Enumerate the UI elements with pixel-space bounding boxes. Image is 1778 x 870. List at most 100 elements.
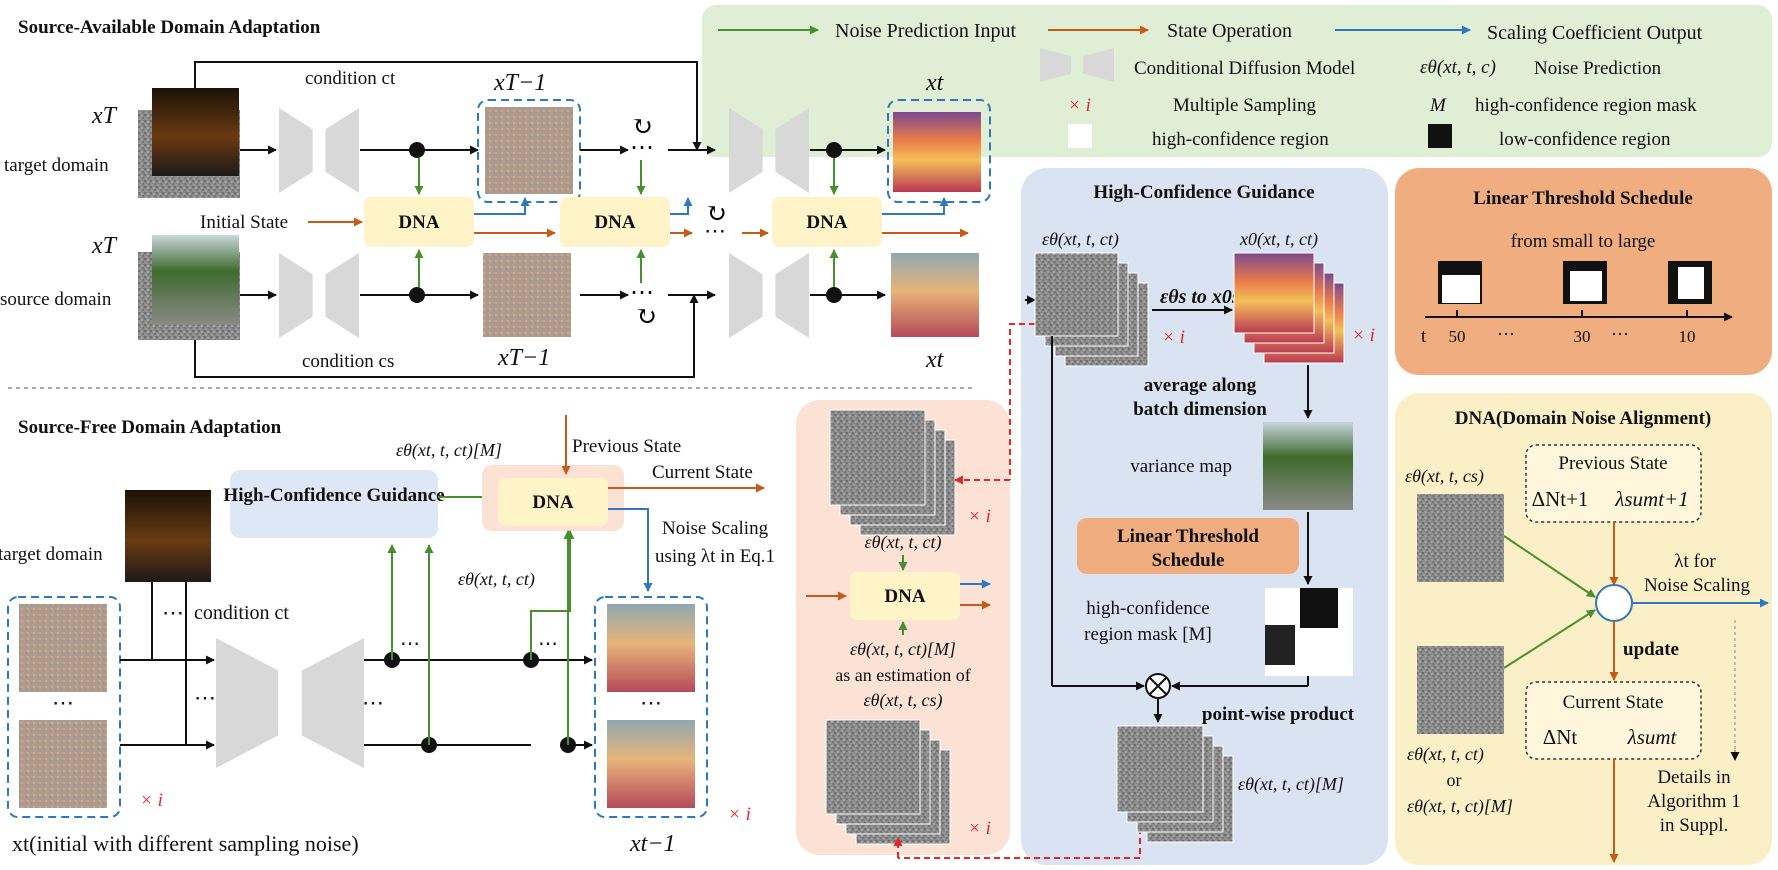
mask-label-1: high-confidence (1086, 598, 1209, 619)
variance-map-image (1263, 422, 1353, 510)
section-free-title: Source-Free Domain Adaptation (18, 417, 282, 438)
xT1-bottom-label: xT−1 (497, 345, 550, 371)
bl-times-i-2: × i (728, 804, 751, 825)
mid-dna-box-label: DNA (884, 586, 925, 607)
blue-out-3 (882, 197, 949, 215)
mask-dark-region-2 (1265, 625, 1295, 665)
dna-lambda-prev: λsumt+1 (1614, 487, 1688, 511)
lts-sub: from small to large (1511, 231, 1656, 252)
loop-icon-mid: ↻ (705, 199, 727, 228)
legend-high-region: high-confidence region (1152, 129, 1329, 150)
lts-t-label: t (1421, 326, 1427, 347)
xT1-bottom-image (483, 253, 571, 337)
legend-cdm-icon (1040, 48, 1114, 82)
mid-dna-box (850, 572, 960, 620)
mask-dark-region (1300, 588, 1338, 628)
unet-top-1 (279, 108, 359, 193)
xt-bottom-image (891, 253, 979, 337)
bl-dna-box (498, 478, 608, 526)
dna-lambda-t1: λt for (1674, 551, 1716, 572)
legend-white-square (1068, 124, 1092, 148)
red-dash-bottom (898, 828, 1141, 859)
dna-lambda-cur: λsumt (1627, 725, 1678, 749)
bl-cond-ct-label: condition ct (194, 602, 289, 624)
dna-noise-ct (1417, 646, 1504, 734)
lts-tick-label-2: 10 (1679, 327, 1696, 346)
dna-green-1 (1503, 535, 1596, 598)
hcg-lts-box (1077, 518, 1299, 574)
dna-details-1: Details in (1657, 767, 1731, 788)
legend-black-square (1428, 124, 1452, 148)
legend-multi-sym: × i (1068, 95, 1091, 116)
dna-box-1 (364, 197, 474, 247)
variance-label: variance map (1130, 456, 1232, 477)
dna-eps-ct: εθ(xt, t, ct) (1407, 744, 1484, 765)
dna-lambda-t2: Noise Scaling (1644, 575, 1751, 596)
xT1-top-image (485, 107, 573, 194)
bl-eps-M-label: εθ(xt, t, ct)[M] (396, 440, 502, 461)
hcg-title: High-Confidence Guidance (1093, 182, 1314, 203)
bl-xt1-image-2 (607, 720, 695, 808)
legend-multi: Multiple Sampling (1173, 95, 1317, 116)
dna-or: or (1447, 770, 1462, 790)
mid-masked-stack-layer (825, 719, 921, 815)
condition-cs-line (194, 294, 699, 378)
mid-eps-M: εθ(xt, t, ct)[M] (850, 639, 956, 660)
dna-eps-cs: εθ(xt, t, cs) (1405, 466, 1484, 487)
dna-box-3-label: DNA (806, 212, 847, 233)
legend-noise-input: Noise Prediction Input (835, 20, 1017, 42)
noise-scaling-arrow (608, 508, 653, 592)
bl-xt-image-2 (19, 720, 107, 808)
legend-cond-model: Conditional Diffusion Model (1134, 58, 1355, 79)
bl-dots-cond: ⋯ (162, 600, 184, 625)
dna-noise-cs (1417, 494, 1504, 582)
dna-green-2 (1503, 609, 1596, 669)
lts-tick-label-0: 50 (1449, 327, 1466, 346)
xt-top-label: xt (925, 70, 945, 96)
mid-estimation: as an estimation of (835, 665, 970, 685)
noise-scaling-label: Noise Scaling (662, 518, 769, 539)
bl-xt1-frame (594, 596, 708, 818)
mid-eps-cs: εθ(xt, t, cs) (864, 690, 943, 711)
dna-delta-cur: ΔNt (1543, 725, 1578, 749)
dna-panel-title: DNA(Domain Noise Alignment) (1455, 408, 1712, 429)
lts-title: Linear Threshold Schedule (1473, 188, 1693, 209)
dna-delta-prev: ΔNt+1 (1532, 487, 1589, 511)
hcg-box (230, 470, 438, 538)
pointwise-label: point-wise product (1202, 704, 1355, 725)
bl-unet (216, 638, 364, 768)
xt-bottom-label: xt (925, 347, 945, 373)
lts-dots-1: ··· (1497, 324, 1515, 344)
using-lambda-label: using λt in Eq.1 (655, 546, 775, 567)
dna-previous-state: Previous State (1558, 453, 1667, 474)
initial-state-label: Initial State (200, 212, 288, 233)
legend-mask-sym: M (1429, 95, 1447, 116)
bl-target-image (125, 490, 211, 582)
legend-noise-pred: Noise Prediction (1534, 58, 1662, 79)
xt-top-image (893, 112, 981, 192)
pointwise-x (1149, 677, 1167, 695)
bl-target-domain-label: target domain (0, 544, 103, 565)
lts-mask-white-1 (1570, 271, 1602, 301)
dna-combine-circle (1595, 584, 1633, 622)
cond-cs-label: condition cs (302, 351, 394, 372)
current-state-label: Current State (652, 462, 753, 483)
bl-dna-box-label: DNA (532, 492, 573, 513)
bl-xt-image-1 (19, 604, 107, 692)
bl-dots-row: ⋯ (400, 633, 420, 655)
xT-source-label: xT (91, 233, 118, 259)
hcg-noise-stack-layer (1034, 252, 1119, 337)
hcg-x0-stack-layer (1233, 252, 1315, 334)
target-domain-image (152, 88, 239, 176)
source-domain-image (152, 235, 239, 325)
lts-dots-2: ··· (1611, 324, 1629, 344)
bl-times-i-1: × i (140, 790, 163, 811)
section-available-title: Source-Available Domain Adaptation (18, 17, 321, 38)
bl-vdots-4: ⋯ (640, 690, 662, 715)
hcg-times-i-a: × i (1162, 327, 1185, 348)
legend-state-op: State Operation (1167, 20, 1292, 42)
xT1-top-label: xT−1 (493, 70, 546, 96)
loop-icon-bottom: ↻ (635, 302, 657, 331)
mid-noise-stack-layer (829, 409, 926, 506)
